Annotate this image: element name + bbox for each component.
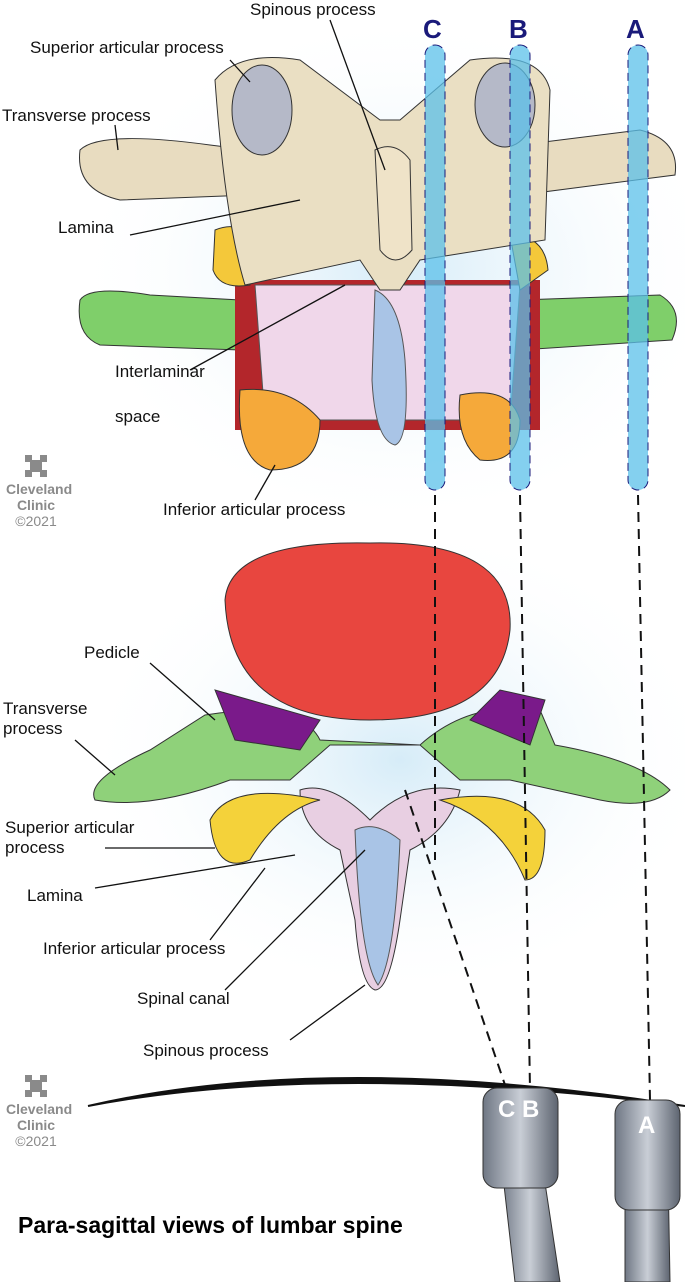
figure-title: Para-sagittal views of lumbar spine [18, 1212, 403, 1238]
sagittal-planes [424, 44, 649, 491]
label-pedicle: Pedicle [84, 643, 140, 662]
superior-articular-facet-left [231, 64, 293, 156]
pedicle-right [469, 689, 546, 746]
label-inferior-articular-process: Inferior articular process [163, 500, 346, 519]
projection-lines [404, 494, 651, 1101]
probe-a [614, 1099, 681, 1211]
spinous-process-axial [354, 826, 401, 986]
label-superior-articular-process: Superior articular process [30, 38, 224, 57]
vertebral-body [224, 542, 511, 721]
inferior-articular-process-left [238, 388, 321, 471]
pedicle-left [214, 689, 321, 751]
plane-b [509, 44, 531, 491]
probe-label-cb: C B [498, 1096, 540, 1123]
transverse-process-lower-right [519, 294, 677, 351]
superior-articular-process-right [438, 795, 546, 881]
ultrasound-probes [482, 1087, 681, 1282]
axial-vertebra-view [93, 542, 671, 991]
label-inferior-articular-axial: Inferior articular process [43, 939, 226, 958]
logo-mark-icon [25, 455, 47, 477]
plane-letter-b: B [509, 14, 528, 44]
cleveland-clinic-logo: Cleveland Clinic ©2021 [6, 455, 72, 529]
label-interlaminar-space-2: space [115, 407, 161, 426]
transverse-process-lower-left [78, 290, 241, 351]
skin-surface [87, 1077, 685, 1107]
label-spinal-canal: Spinal canal [137, 989, 230, 1008]
spinous-process-upper [374, 146, 413, 261]
label-transverse-process-1: Transverse [3, 699, 88, 718]
label-superior-articular-1: Superior articular [5, 818, 135, 837]
label-lamina: Lamina [58, 218, 114, 237]
label-lamina-axial: Lamina [27, 886, 83, 905]
probe-cb [482, 1087, 559, 1189]
plane-letter-a: A [626, 14, 645, 44]
label-transverse-process: Transverse process [2, 106, 151, 125]
plane-a [627, 44, 649, 491]
plane-letter-c: C [423, 14, 442, 44]
leader-lines-top [114, 19, 386, 501]
leader-lines-axial [74, 662, 366, 1041]
label-transverse-process-2: process [3, 719, 63, 738]
label-spinous-process: Spinous process [250, 0, 376, 19]
probe-label-a: A [638, 1112, 656, 1139]
superior-articular-process-left [209, 792, 321, 864]
spinous-process-lower [371, 289, 407, 446]
logo-mark-icon [25, 1075, 47, 1097]
label-interlaminar-space-1: Interlaminar [115, 362, 205, 381]
plane-c [424, 44, 446, 491]
transverse-process-left [79, 138, 251, 201]
cleveland-clinic-logo: Cleveland Clinic ©2021 [6, 1075, 72, 1149]
label-spinous-process-axial: Spinous process [143, 1041, 269, 1060]
label-superior-articular-2: process [5, 838, 65, 857]
